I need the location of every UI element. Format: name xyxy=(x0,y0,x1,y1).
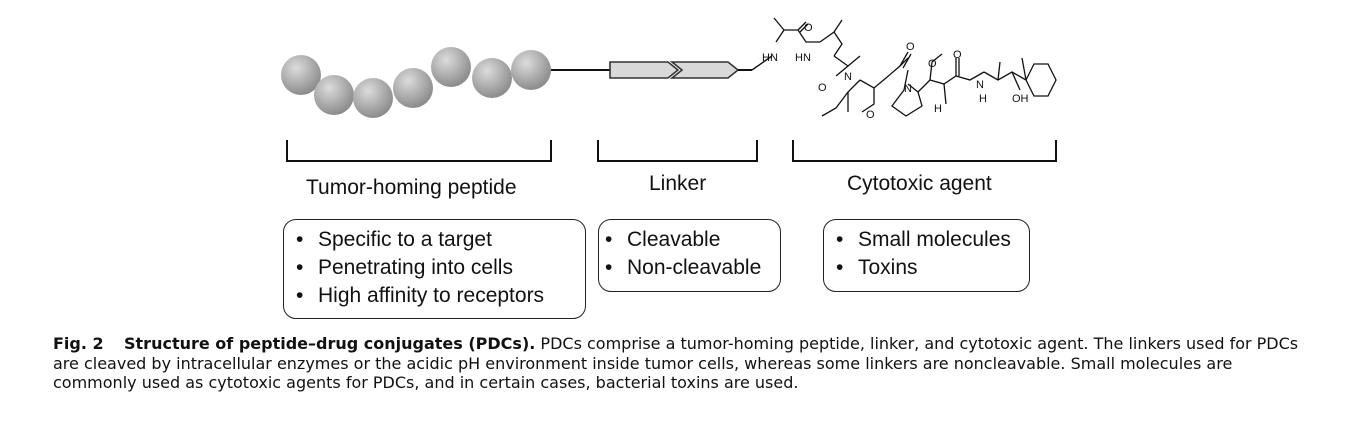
list-item: •Toxins xyxy=(836,256,918,279)
peptide-bead xyxy=(472,58,512,98)
list-item: •Non-cleavable xyxy=(605,256,762,279)
figure-caption-body: PDCs comprise a tumor-homing peptide, li… xyxy=(53,334,1299,392)
atom-label: O xyxy=(818,82,827,94)
list-item: •Small molecules xyxy=(836,228,1011,251)
atom-label: O xyxy=(953,49,962,61)
bracket-linker xyxy=(597,140,758,162)
section-label-peptide: Tumor-homing peptide xyxy=(306,176,517,199)
feature-box-peptide: •Specific to a target •Penetrating into … xyxy=(283,219,586,319)
atom-label: O xyxy=(906,41,915,53)
peptide-bead xyxy=(393,68,433,108)
atom-label: O xyxy=(866,109,875,121)
linker-arrow xyxy=(609,61,680,79)
peptide-bead xyxy=(353,78,393,118)
figure-label: Fig. 2 xyxy=(53,334,104,353)
section-label-linker: Linker xyxy=(649,172,707,195)
peptide-chain xyxy=(281,47,551,118)
list-item: •Cleavable xyxy=(605,228,721,251)
bracket-cytotoxic xyxy=(792,140,1057,162)
peptide-bead xyxy=(431,47,471,87)
atom-label: N xyxy=(976,79,984,91)
bracket-peptide xyxy=(286,140,552,162)
list-item: •Specific to a target xyxy=(296,228,492,251)
atom-label: O xyxy=(804,22,813,34)
linker-arrows xyxy=(609,61,740,79)
list-item: •High affinity to receptors xyxy=(296,284,545,307)
atom-label: O xyxy=(928,58,937,70)
cytotoxic-molecule xyxy=(773,17,1057,117)
atom-label: HN xyxy=(762,52,778,64)
peptide-bead xyxy=(281,55,321,95)
figure-caption: Fig. 2 Structure of peptide–drug conjuga… xyxy=(53,334,1303,393)
atom-label: OH xyxy=(1012,93,1029,105)
molecule-atom-labels: HN HN O N O O O N O H O N H OH xyxy=(762,22,1029,121)
list-item: •Penetrating into cells xyxy=(296,256,513,279)
feature-box-cytotoxic: •Small molecules •Toxins xyxy=(823,219,1030,292)
atom-label: N xyxy=(844,71,852,83)
feature-box-linker: •Cleavable •Non-cleavable xyxy=(598,219,781,292)
connector-line xyxy=(751,55,773,71)
linker-arrow xyxy=(669,61,740,79)
pdc-structure-diagram: HN HN O N O O O N O H O N H OH xyxy=(281,17,1057,162)
section-label-cytotoxic: Cytotoxic agent xyxy=(847,172,992,195)
figure-title: Structure of peptide–drug conjugates (PD… xyxy=(124,334,536,353)
peptide-bead xyxy=(314,75,354,115)
atom-label: H xyxy=(979,93,987,105)
peptide-bead xyxy=(511,50,551,90)
atom-label: H xyxy=(934,103,942,115)
atom-label: N xyxy=(904,83,912,95)
atom-label: HN xyxy=(795,52,811,64)
